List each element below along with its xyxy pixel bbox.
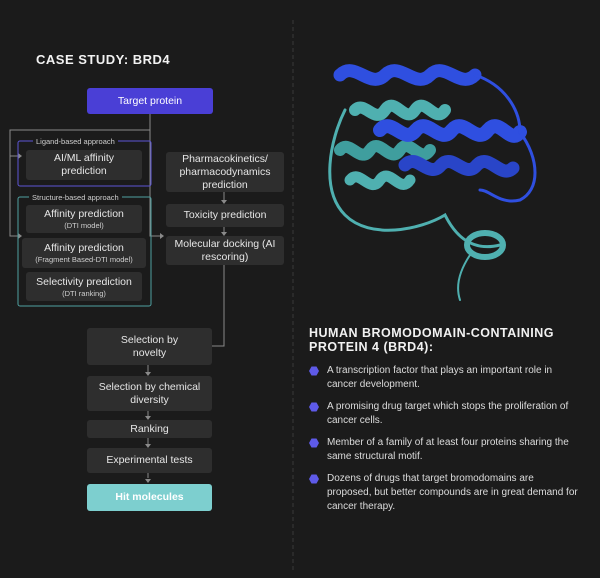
connector-target-down xyxy=(9,114,151,237)
teal-helix-3 xyxy=(344,170,416,191)
docking-label: Molecular docking (AI rescoring) xyxy=(174,237,276,263)
blue-helix-middle xyxy=(373,119,527,143)
selectivity-box: Selectivity prediction (DTI ranking) xyxy=(26,272,142,301)
aiml-label: AI/ML affinity prediction xyxy=(53,152,115,177)
connector-docking-to-novelty xyxy=(212,265,225,347)
toxicity-label: Toxicity prediction xyxy=(183,209,267,221)
fact-item: Member of a family of at least four prot… xyxy=(309,436,579,464)
fact-text: A transcription factor that plays an imp… xyxy=(327,365,553,390)
hexagon-bullet-icon xyxy=(309,366,319,376)
blue-connector xyxy=(473,73,522,134)
blue-helix-top xyxy=(333,64,482,86)
novelty-box: Selection by novelty xyxy=(87,328,212,365)
fact-text: A promising drug target which stops the … xyxy=(327,401,569,426)
ranking-label: Ranking xyxy=(130,422,169,435)
ranking-box: Ranking xyxy=(87,420,212,438)
ligand-group-label: Ligand-based approach xyxy=(33,137,118,146)
affinity-dti-main: Affinity prediction xyxy=(44,208,124,220)
connector-target-right xyxy=(149,130,160,237)
affinity-fbdti-main: Affinity prediction xyxy=(44,242,124,254)
experimental-label: Experimental tests xyxy=(106,454,193,466)
affinity-fbdti-sub: (Fragment Based-DTI model) xyxy=(35,255,133,264)
teal-tail xyxy=(457,254,471,301)
affinity-fbdti-box: Affinity prediction (Fragment Based-DTI … xyxy=(22,238,146,268)
diversity-label: Selection by chemical diversity xyxy=(98,380,201,406)
diversity-box: Selection by chemical diversity xyxy=(87,376,212,411)
novelty-label: Selection by novelty xyxy=(120,333,179,359)
pkpd-box: Pharmacokinetics/ pharmacodynamics predi… xyxy=(166,152,284,192)
arrow-docking xyxy=(160,233,164,239)
toxicity-box: Toxicity prediction xyxy=(166,204,284,227)
pkpd-label: Pharmacokinetics/ pharmacodynamics predi… xyxy=(179,152,271,191)
teal-helix-1 xyxy=(349,99,451,121)
fact-item: A transcription factor that plays an imp… xyxy=(309,364,579,392)
teal-helix-2 xyxy=(334,140,436,161)
fact-item: A promising drug target which stops the … xyxy=(309,400,579,428)
protein-structure-image xyxy=(328,64,537,301)
arrow-ranking xyxy=(145,416,151,420)
blue-loop xyxy=(478,130,537,203)
arrowheads xyxy=(18,153,227,483)
hit-molecules-label: Hit molecules xyxy=(115,491,184,503)
hexagon-bullet-icon xyxy=(309,474,319,484)
arrow-hits xyxy=(145,479,151,483)
case-study-title: CASE STUDY: BRD4 xyxy=(36,52,171,67)
hit-molecules-box: Hit molecules xyxy=(87,484,212,511)
teal-helix-tip xyxy=(464,230,506,260)
experimental-box: Experimental tests xyxy=(87,448,212,473)
hexagon-bullet-icon xyxy=(309,438,319,448)
hexagon-bullet-icon xyxy=(309,402,319,412)
target-protein-label: Target protein xyxy=(117,94,183,107)
fact-text: Dozens of drugs that target bromodomains… xyxy=(327,473,578,512)
fact-item: Dozens of drugs that target bromodomains… xyxy=(309,472,579,514)
protein-title: HUMAN BROMODOMAIN-CONTAINING PROTEIN 4 (… xyxy=(309,326,554,354)
target-protein-box: Target protein xyxy=(87,88,213,114)
arrow-structure xyxy=(18,233,22,239)
arrow-dock-down xyxy=(221,232,227,236)
affinity-dti-sub: (DTI model) xyxy=(64,221,104,230)
arrow-diversity xyxy=(145,372,151,376)
protein-facts-list: A transcription factor that plays an imp… xyxy=(309,364,579,522)
selectivity-main: Selectivity prediction xyxy=(36,275,132,288)
arrow-tox xyxy=(221,200,227,204)
aiml-box: AI/ML affinity prediction xyxy=(26,150,142,180)
blue-helix-lower xyxy=(398,155,520,178)
selectivity-sub: (DTI ranking) xyxy=(62,288,106,298)
structure-group-label: Structure-based approach xyxy=(29,193,122,202)
flow-connectors xyxy=(9,114,225,478)
affinity-dti-box: Affinity prediction (DTI model) xyxy=(26,205,142,233)
docking-box: Molecular docking (AI rescoring) xyxy=(166,236,284,265)
fact-text: Member of a family of at least four prot… xyxy=(327,437,569,462)
arrow-ligand xyxy=(18,153,22,159)
arrow-experimental xyxy=(145,444,151,448)
